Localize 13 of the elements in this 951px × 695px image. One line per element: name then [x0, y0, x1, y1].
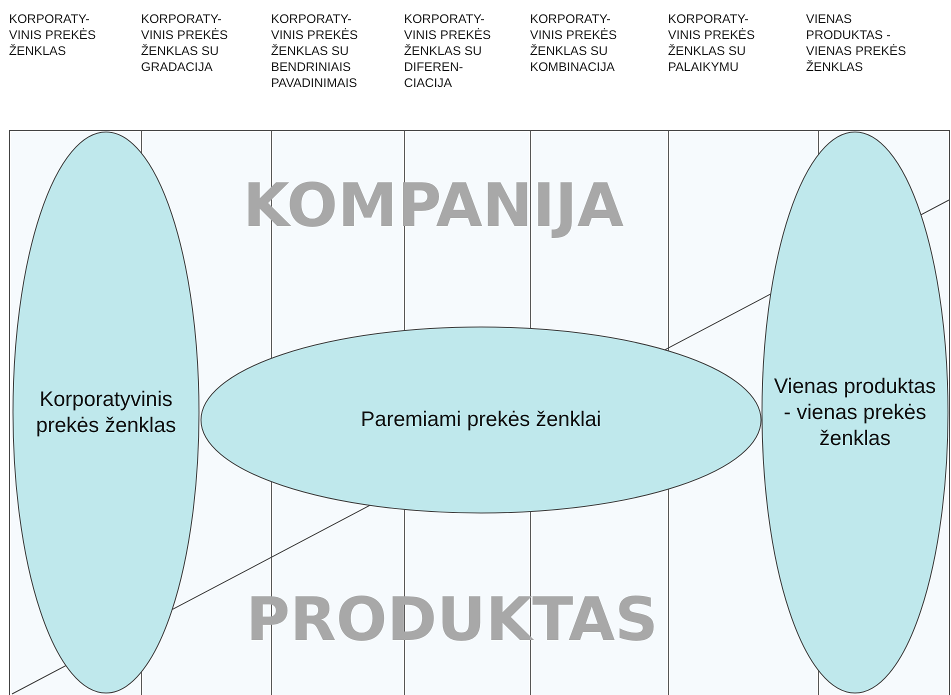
column-heading: KORPORATY- VINIS PREKĖS ŽENKLAS SU BENDRINIAIS PAVADINIMAIS — [271, 11, 359, 91]
column-heading: KORPORATY- VINIS PREKĖS ŽENKLAS SU PALAIKYMU — [668, 11, 756, 75]
ellipse-node — [12, 131, 200, 694]
column-heading: KORPORATY- VINIS PREKĖS ŽENKLAS — [9, 11, 97, 59]
node-label: Paremiami prekės ženklai — [360, 407, 602, 433]
ellipse-node — [200, 326, 762, 514]
column-heading: KORPORATY- VINIS PREKĖS ŽENKLAS SU DIFEREN- CIACIJA — [404, 11, 492, 91]
node-label: Korporatyvinis prekės ženklas — [34, 386, 178, 438]
column-heading: VIENAS PRODUKTAS - VIENAS PREKĖS ŽENKLAS — [806, 11, 908, 75]
column-heading: KORPORATY- VINIS PREKĖS ŽENKLAS SU GRADACIJA — [141, 11, 229, 75]
node-label: Vienas produktas - vienas prekės ženklas — [773, 374, 937, 452]
column-heading: KORPORATY- VINIS PREKĖS ŽENKLAS SU KOMBINACIJA — [530, 11, 618, 75]
ellipse-node — [761, 131, 949, 694]
